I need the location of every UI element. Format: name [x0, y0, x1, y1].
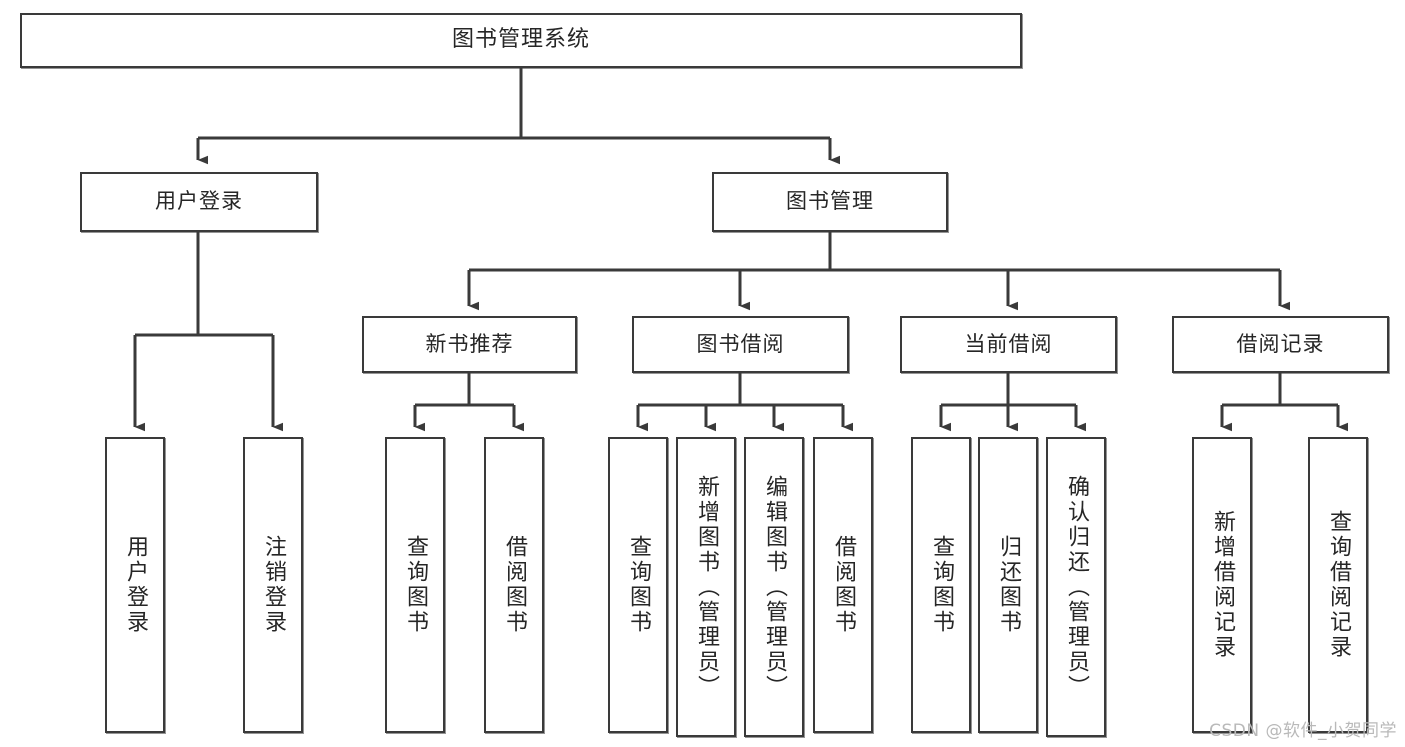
- node-leaf-borrow-book-2-label: 借阅图书: [831, 535, 856, 635]
- node-leaf-query-book-1-label: 查询图书: [403, 535, 428, 635]
- node-leaf-add-book-label: 新增图书（管理员）: [694, 474, 719, 700]
- node-leaf-query-record-label: 查询借阅记录: [1326, 510, 1351, 660]
- node-leaf-query-book-2-label: 查询图书: [626, 535, 651, 635]
- node-current-borrow[interactable]: 当前借阅: [900, 316, 1117, 373]
- node-leaf-user-login-label: 用户登录: [123, 535, 148, 635]
- node-leaf-query-record[interactable]: 查询借阅记录: [1308, 437, 1368, 733]
- node-leaf-user-login[interactable]: 用户登录: [105, 437, 165, 733]
- node-leaf-logout-login[interactable]: 注销登录: [243, 437, 303, 733]
- node-leaf-query-book-2[interactable]: 查询图书: [608, 437, 668, 733]
- node-root-system[interactable]: 图书管理系统: [20, 13, 1022, 68]
- node-leaf-query-book-3[interactable]: 查询图书: [911, 437, 971, 733]
- node-book-borrow[interactable]: 图书借阅: [632, 316, 849, 373]
- node-borrow-record[interactable]: 借阅记录: [1172, 316, 1389, 373]
- node-leaf-confirm-return-label: 确认归还（管理员）: [1064, 474, 1089, 700]
- node-leaf-confirm-return[interactable]: 确认归还（管理员）: [1046, 437, 1106, 737]
- node-leaf-edit-book[interactable]: 编辑图书（管理员）: [744, 437, 804, 737]
- node-leaf-add-record-label: 新增借阅记录: [1210, 510, 1235, 660]
- node-leaf-logout-login-label: 注销登录: [261, 535, 286, 635]
- node-leaf-query-book-3-label: 查询图书: [929, 535, 954, 635]
- node-book-borrow-label: 图书借阅: [696, 331, 785, 356]
- node-borrow-record-label: 借阅记录: [1236, 331, 1325, 356]
- node-user-login-label: 用户登录: [155, 189, 243, 214]
- node-leaf-add-book[interactable]: 新增图书（管理员）: [676, 437, 736, 737]
- node-leaf-add-record[interactable]: 新增借阅记录: [1192, 437, 1252, 733]
- node-user-login[interactable]: 用户登录: [80, 172, 318, 232]
- node-leaf-return-book-label: 归还图书: [996, 535, 1021, 635]
- node-leaf-borrow-book-2[interactable]: 借阅图书: [813, 437, 873, 733]
- node-leaf-edit-book-label: 编辑图书（管理员）: [762, 474, 787, 700]
- node-new-book-recommend[interactable]: 新书推荐: [362, 316, 577, 373]
- node-leaf-return-book[interactable]: 归还图书: [978, 437, 1038, 733]
- csdn-watermark: CSDN @软件_小贺同学: [1209, 721, 1397, 741]
- node-leaf-borrow-book-1[interactable]: 借阅图书: [484, 437, 544, 733]
- node-root-system-label: 图书管理系统: [451, 27, 590, 53]
- node-book-management-label: 图书管理: [786, 189, 874, 214]
- node-book-management[interactable]: 图书管理: [712, 172, 948, 232]
- node-leaf-query-book-1[interactable]: 查询图书: [385, 437, 445, 733]
- node-leaf-borrow-book-1-label: 借阅图书: [502, 535, 527, 635]
- node-current-borrow-label: 当前借阅: [964, 331, 1053, 356]
- node-new-book-recommend-label: 新书推荐: [425, 331, 514, 356]
